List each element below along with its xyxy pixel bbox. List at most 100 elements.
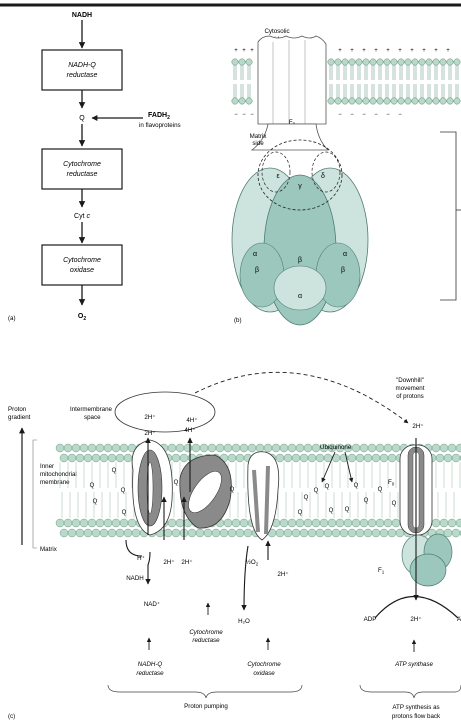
lipid-head [454, 59, 460, 65]
nadh-to-nad-arrow [148, 552, 150, 584]
q-marker: Q [298, 510, 303, 516]
lipid-head [398, 59, 404, 65]
proton-pumping-label: Proton pumping [184, 703, 228, 710]
lipid-head [324, 529, 332, 537]
plus-sign: + [234, 48, 238, 54]
lipid-head [384, 444, 392, 452]
lipid-head [272, 444, 280, 452]
lipid-head [304, 444, 312, 452]
lipid-head [384, 98, 390, 104]
minus-sign: − [362, 112, 366, 118]
lipid-head [240, 444, 248, 452]
atp-partial-label: AT [457, 616, 461, 623]
lipid-head [328, 519, 336, 527]
lipid-head [180, 454, 188, 462]
lipid-head [412, 98, 418, 104]
lipid-head [440, 59, 446, 65]
q-marker: Q [304, 495, 309, 501]
lipid-head [444, 529, 452, 537]
lipid-head [312, 519, 320, 527]
inner-membrane-line3: membrane [40, 479, 70, 486]
lipid-head [132, 529, 140, 537]
cytochrome-reductase-box [42, 149, 122, 189]
lipid-head [84, 454, 92, 462]
lipid-head [176, 519, 184, 527]
lipid-head [64, 519, 72, 527]
lipid-head [447, 98, 453, 104]
lipid-head [308, 454, 316, 462]
plus-sign: + [434, 48, 438, 54]
proton-gradient-line2: gradient [8, 414, 31, 421]
two-h-plus-matrix-b: 2H⁺ [181, 559, 192, 566]
lipid-head [204, 529, 212, 537]
cytc-label: Cyt c [74, 213, 90, 220]
lipid-head [348, 529, 356, 537]
lipid-head [164, 529, 172, 537]
atp-synthase-label: ATP synthase [394, 661, 433, 668]
plus-sign: + [338, 48, 342, 54]
inner-membrane-line1: Inner [40, 463, 54, 470]
o2-label: O2 [78, 313, 86, 322]
plus-sign: + [410, 48, 414, 54]
atp-synthase-c: F0 F1 [378, 445, 452, 586]
cytochrome-oxidase-c-line2: oxidase [253, 670, 275, 677]
plus-sign: + [422, 48, 426, 54]
minus-sign: − [338, 112, 342, 118]
lipid-head [370, 98, 376, 104]
lipid-head [172, 454, 180, 462]
lipid-head [352, 444, 360, 452]
lipid-head [388, 454, 396, 462]
atp-synthesis-line2: protons flow back [392, 713, 441, 720]
minus-sign: − [350, 112, 354, 118]
panel-a-electron-flow: NADH NADH-Q reductase Q FADH2 in flavopr… [8, 12, 181, 322]
nad-plus-label: NAD⁺ [144, 601, 160, 608]
lipid-head [452, 529, 460, 537]
lipid-head [296, 444, 304, 452]
lipid-head [388, 529, 396, 537]
downhill-line3: of protons [396, 393, 424, 400]
lipid-head [372, 529, 380, 537]
lipid-head [454, 98, 460, 104]
lipid-head [108, 529, 116, 537]
lipid-head [68, 529, 76, 537]
nadhq-reductase-c-line1: NADH-Q [138, 661, 163, 668]
lipid-head [232, 59, 238, 65]
lipid-head [168, 519, 176, 527]
lipid-head [176, 444, 184, 452]
lipid-head [440, 98, 446, 104]
lipid-head [433, 98, 439, 104]
lipid-head [344, 519, 352, 527]
lipid-head [88, 444, 96, 452]
lipid-head [377, 59, 383, 65]
lipid-head [96, 519, 104, 527]
lipid-head [188, 529, 196, 537]
lipid-head [368, 519, 376, 527]
lipid-head [456, 444, 461, 452]
two-h-plus-synthase: 2H⁺ [412, 423, 423, 430]
lipid-head [312, 444, 320, 452]
plus-sign: + [446, 48, 450, 54]
matrix-side-line2: side [252, 140, 264, 147]
f1-label-c: F1 [378, 567, 385, 575]
lipid-head [92, 454, 100, 462]
lipid-head [112, 519, 120, 527]
lipid-head [96, 444, 104, 452]
q-marker: Q [329, 508, 334, 514]
lipid-head [426, 59, 432, 65]
alpha-label-left: α [253, 251, 257, 258]
lipid-head [342, 59, 348, 65]
cytochrome-oxidase-c-line1: Cytochrome [247, 661, 281, 668]
lipid-head [239, 59, 245, 65]
lipid-head [328, 59, 334, 65]
plus-sign: + [386, 48, 390, 54]
panel-a-letter: (a) [8, 315, 16, 322]
lipid-head [276, 454, 284, 462]
lipid-head [246, 98, 252, 104]
lipid-head [440, 444, 448, 452]
lipid-head [320, 519, 328, 527]
downhill-line2: movement [396, 385, 425, 392]
lipid-head [128, 519, 136, 527]
lipid-head [212, 529, 220, 537]
